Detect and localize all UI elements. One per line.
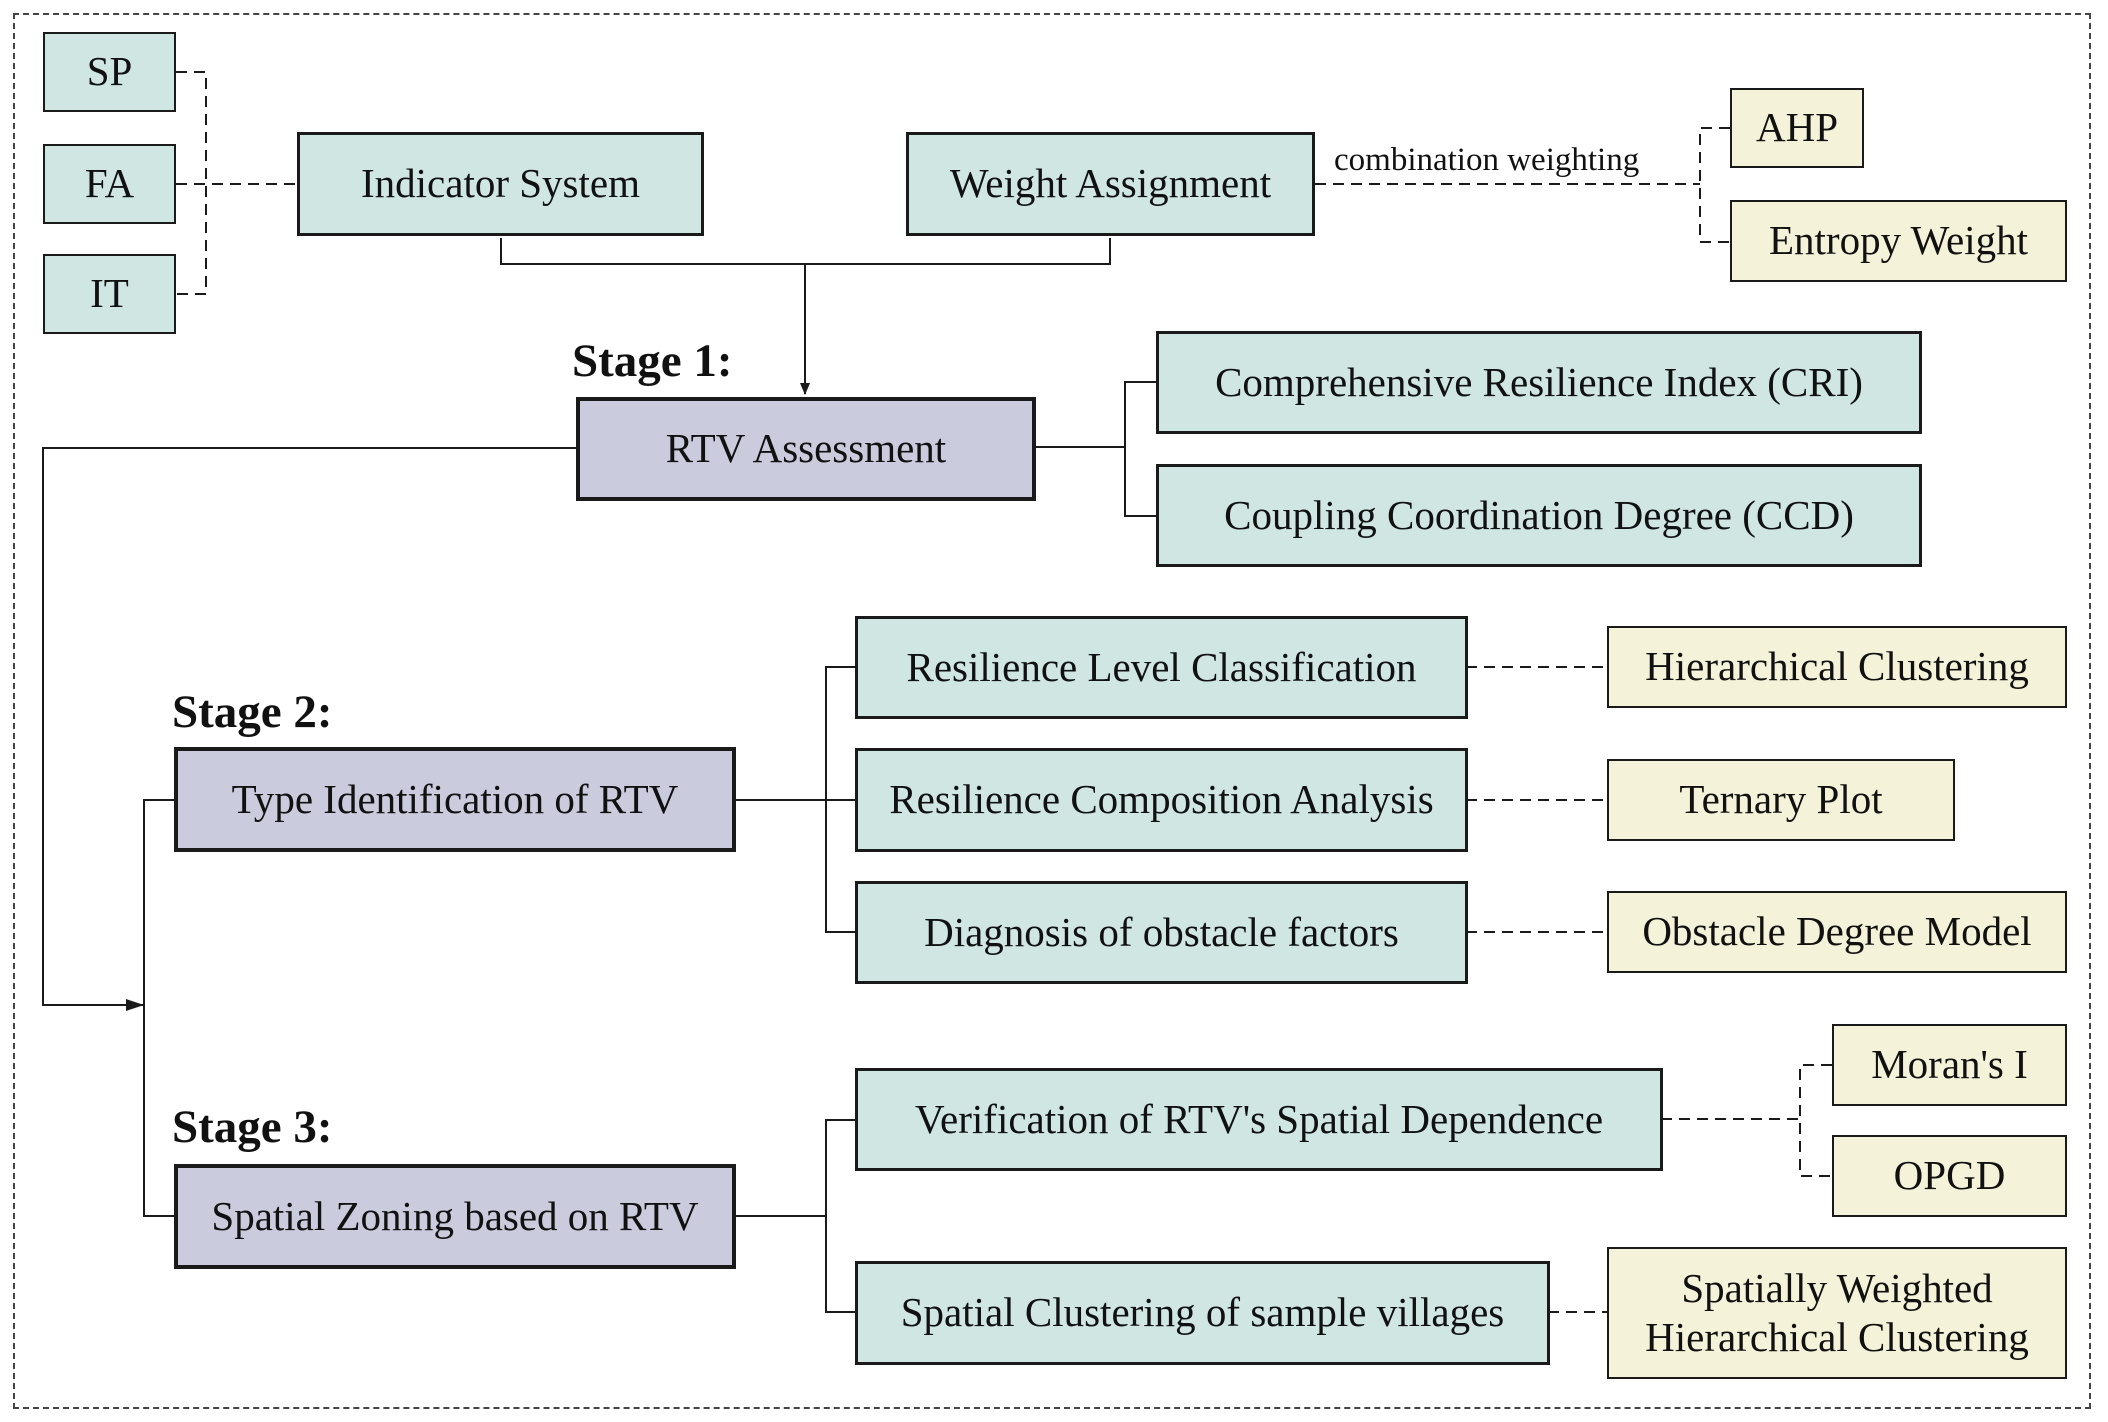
stage2-steps-bracket: [825, 666, 855, 933]
resilience-level-box: Resilience Level Classification: [855, 616, 1468, 719]
spatial-zoning-box: Spatial Zoning based on RTV: [174, 1164, 736, 1269]
ternary-plot-box: Ternary Plot: [1607, 759, 1955, 841]
fa-box: FA: [43, 144, 176, 224]
sp-box: SP: [43, 32, 176, 112]
dashed-frame: [13, 13, 2091, 1409]
outputs-bracket: [1124, 381, 1156, 517]
dependence-bracket: [1799, 1064, 1832, 1177]
it-box: IT: [43, 254, 176, 334]
combination-weighting-label: combination weighting: [1334, 142, 1640, 178]
stage-1-label: Stage 1:: [572, 335, 733, 387]
morans-i-box: Moran's I: [1832, 1024, 2067, 1106]
opgd-box: OPGD: [1832, 1135, 2067, 1217]
spatially-weighted-clustering-box: Spatially Weighted Hierarchical Clusteri…: [1607, 1247, 2067, 1379]
hierarchical-clustering-box: Hierarchical Clustering: [1607, 626, 2067, 708]
type-identification-box: Type Identification of RTV: [174, 747, 736, 852]
ccd-box: Coupling Coordination Degree (CCD): [1156, 464, 1922, 567]
stage-2-label: Stage 2:: [172, 686, 333, 738]
entropy-weight-box: Entropy Weight: [1730, 200, 2067, 282]
spatial-dependence-box: Verification of RTV's Spatial Dependence: [855, 1068, 1663, 1171]
weight-assignment-box: Weight Assignment: [906, 132, 1315, 236]
obstacle-degree-model-box: Obstacle Degree Model: [1607, 891, 2067, 973]
ahp-box: AHP: [1730, 88, 1864, 168]
cri-box: Comprehensive Resilience Index (CRI): [1156, 331, 1922, 434]
left-flow-line: [42, 447, 576, 1006]
stage-bracket: [143, 799, 176, 1217]
stage-3-label: Stage 3:: [172, 1101, 333, 1153]
weights-bracket: [1699, 127, 1730, 243]
rtv-assessment-box: RTV Assessment: [576, 397, 1036, 501]
swhc-line-2: Hierarchical Clustering: [1645, 1314, 2029, 1360]
swhc-line-1: Spatially Weighted: [1681, 1264, 1993, 1311]
indicator-system-box: Indicator System: [297, 132, 704, 236]
obstacle-diagnosis-box: Diagnosis of obstacle factors: [855, 881, 1468, 984]
left-flow-arrowhead: [126, 999, 144, 1011]
top-join-line: [500, 238, 1111, 265]
stage3-steps-bracket: [825, 1119, 855, 1313]
resilience-composition-box: Resilience Composition Analysis: [855, 748, 1468, 852]
spatial-clustering-box: Spatial Clustering of sample villages: [855, 1261, 1550, 1365]
